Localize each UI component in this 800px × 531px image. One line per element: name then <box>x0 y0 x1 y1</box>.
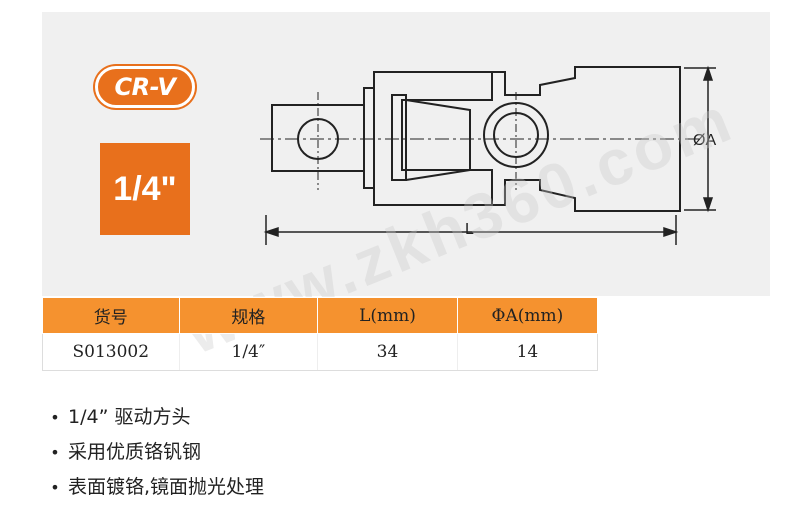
header-length: L(mm) <box>317 297 458 334</box>
feature-list: •1/4” 驱动方头 •采用优质铬钒钢 •表面镀铬,镜面抛光处理 <box>42 400 264 505</box>
material-label: CR-V <box>114 73 176 101</box>
feature-text: 表面镀铬,镜面抛光处理 <box>68 476 265 498</box>
drive-size-label: 1/4" <box>113 169 177 208</box>
cross-arm <box>405 99 471 181</box>
cross-block <box>391 94 407 181</box>
universal-joint-drawing: L ØA <box>260 65 716 245</box>
crv-material-badge: CR-V <box>95 66 195 108</box>
list-item: •1/4” 驱动方头 <box>42 400 264 435</box>
drive-size-box: 1/4" <box>100 143 190 235</box>
cell-part-number: S013002 <box>42 333 180 371</box>
length-label: L <box>465 221 474 238</box>
list-item: •表面镀铬,镜面抛光处理 <box>42 470 264 505</box>
cell-diameter: 14 <box>456 333 599 371</box>
left-yoke <box>373 71 493 206</box>
header-part-number: 货号 <box>42 297 180 334</box>
feature-text: 1/4” 驱动方头 <box>68 406 191 428</box>
cell-spec: 1/4″ <box>178 333 318 371</box>
header-diameter: ΦA(mm) <box>456 297 599 334</box>
spec-table: 货号 规格 L(mm) ΦA(mm) S013002 1/4″ 34 14 <box>42 297 599 371</box>
table-header-row: 货号 规格 L(mm) ΦA(mm) <box>42 297 599 334</box>
table-row: S013002 1/4″ 34 14 <box>42 333 599 371</box>
feature-text: 采用优质铬钒钢 <box>68 441 202 463</box>
header-spec: 规格 <box>178 297 319 334</box>
list-item: •采用优质铬钒钢 <box>42 435 264 470</box>
cell-length: 34 <box>317 333 458 371</box>
collar <box>363 87 375 189</box>
diameter-label: ØA <box>693 132 716 149</box>
